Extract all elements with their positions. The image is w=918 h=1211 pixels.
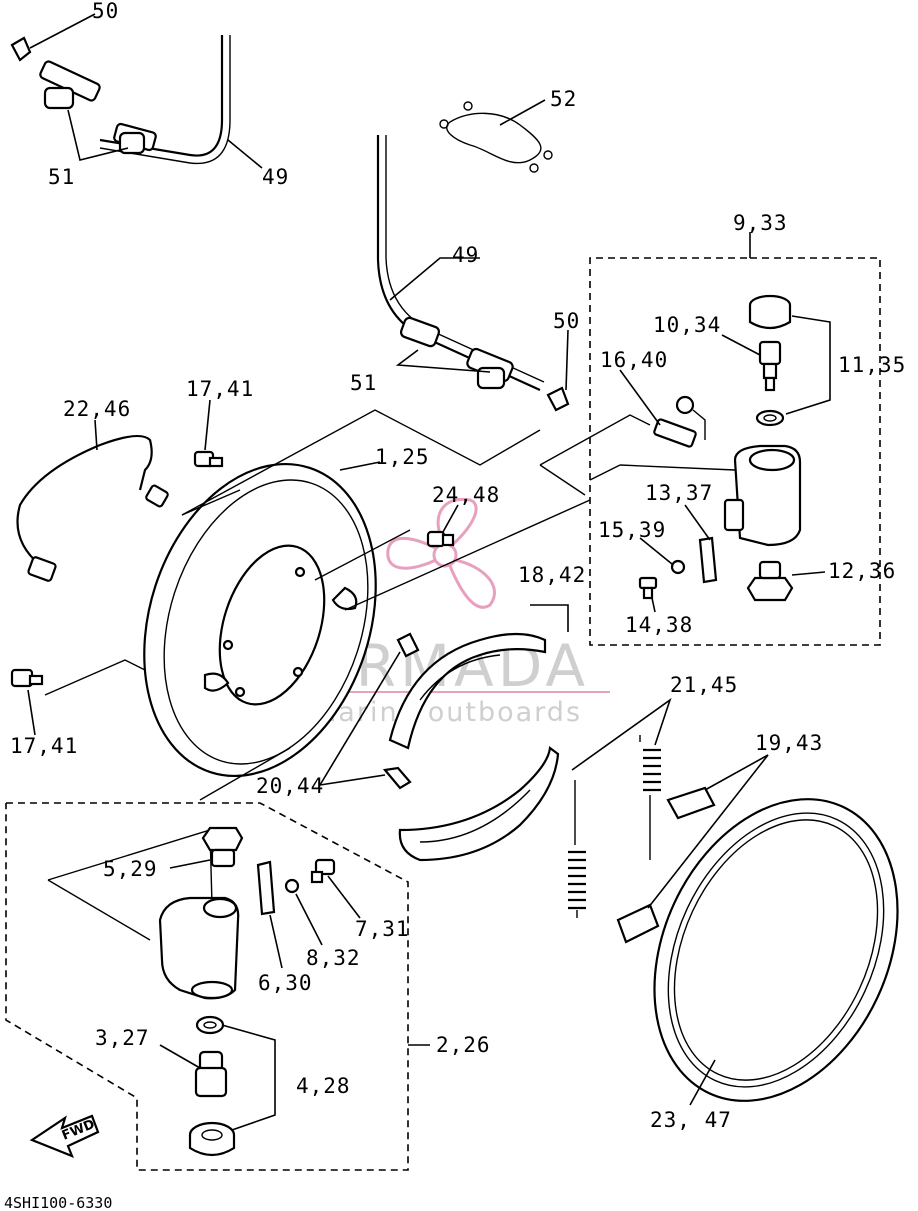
callout-13-37: 13,37 [645, 481, 713, 505]
brake-hose-22-46 [16, 434, 169, 582]
callout-49-mid: 49 [452, 243, 479, 267]
callout-20-44: 20,44 [256, 774, 324, 798]
callout-19-43: 19,43 [755, 731, 823, 755]
cylinder-body-2-26 [158, 896, 240, 1000]
fwd-arrow: FWD [29, 1114, 100, 1158]
callout-2-26: 2,26 [436, 1033, 491, 1057]
callout-8-32: 8,32 [306, 946, 361, 970]
callout-1-25: 1,25 [375, 445, 430, 469]
callout-22-46: 22,46 [63, 397, 131, 421]
callout-52: 52 [550, 87, 577, 111]
callout-51-top: 51 [48, 165, 75, 189]
bolt-14-38 [638, 576, 658, 600]
callout-11-35: 11,35 [838, 353, 906, 377]
brake-shoe-18-42-upper [388, 632, 547, 750]
group-box-9-33 [589, 257, 881, 646]
callout-6-30: 6,30 [258, 971, 313, 995]
drawing-code: 4SHI100-6330 [4, 1194, 112, 1211]
plate-6-30 [256, 860, 276, 916]
brake-shoe-18-42-lower [398, 745, 560, 862]
callout-10-34: 10,34 [653, 313, 721, 337]
wheel-cylinder-body [723, 444, 802, 547]
group-box-2-26 [5, 802, 409, 1171]
ring-23-47 [653, 798, 899, 1102]
cup-4-28-top [195, 1015, 225, 1035]
spring-21-45-left [568, 780, 586, 918]
washer-8-32 [284, 878, 300, 894]
callout-14-38: 14,38 [625, 613, 693, 637]
adjuster-12-36 [746, 560, 794, 602]
callout-24-48: 24,48 [432, 483, 500, 507]
watermark-subtitle: marine outboards [310, 697, 582, 728]
callout-15-39: 15,39 [598, 518, 666, 542]
callout-51-mid: 51 [350, 371, 377, 395]
brake-cable-top-left [10, 35, 231, 165]
watermark-propeller-logo [386, 497, 497, 609]
adjuster-5-29 [201, 826, 244, 868]
bolt-7-31 [310, 858, 336, 884]
gasket-52 [439, 101, 553, 173]
callout-50-mid: 50 [553, 309, 580, 333]
callout-18-42: 18,42 [518, 563, 586, 587]
brake-cable-middle [376, 135, 570, 412]
callout-23-47: 23, 47 [650, 1108, 732, 1132]
callout-3-27: 3,27 [95, 1026, 150, 1050]
cylinder-cap-11-35 [748, 294, 792, 427]
callout-7-31: 7,31 [355, 917, 410, 941]
callout-50-top: 50 [92, 0, 119, 23]
bolt-17-41-bottom [10, 668, 44, 688]
callout-49-top: 49 [262, 165, 289, 189]
spring-21-45-right [639, 735, 661, 860]
callout-17-41-top: 17,41 [186, 377, 254, 401]
callout-4-28: 4,28 [296, 1074, 351, 1098]
clip-19-43 [616, 786, 716, 944]
pin-20-44 [382, 632, 420, 790]
clip-13-37 [698, 536, 718, 584]
callout-16-40: 16,40 [600, 348, 668, 372]
seal-4-28-bottom [188, 1121, 236, 1157]
bolt-17-41-top [193, 450, 224, 468]
callout-9-33: 9,33 [733, 211, 788, 235]
bleeder-10-34 [758, 340, 782, 392]
backing-plate-1-25 [143, 462, 377, 778]
callout-5-29: 5,29 [103, 857, 158, 881]
callout-12-36: 12,36 [828, 559, 896, 583]
piston-3-27 [194, 1050, 228, 1098]
washer-15-39 [670, 559, 686, 575]
screw-24-48 [426, 530, 455, 548]
callout-17-41-bot: 17,41 [10, 734, 78, 758]
callout-21-45: 21,45 [670, 673, 738, 697]
fitting-16-40 [653, 395, 706, 448]
